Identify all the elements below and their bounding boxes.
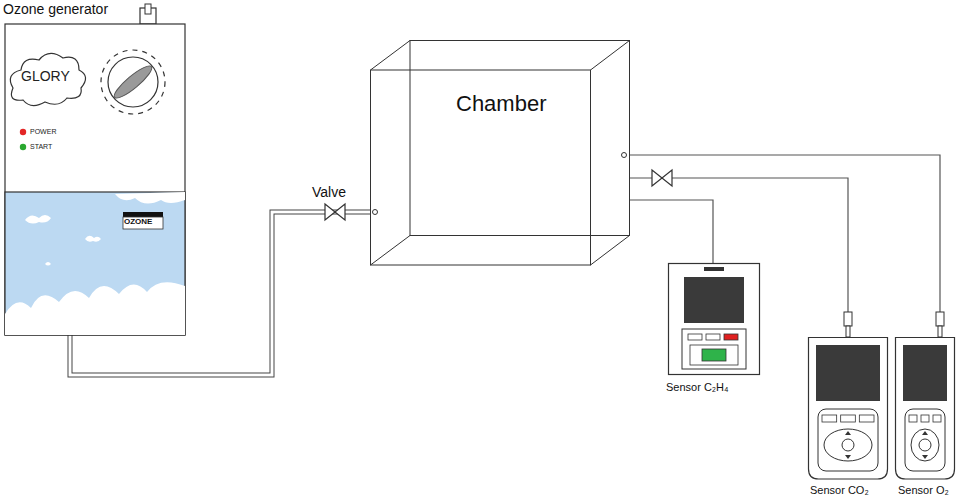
- brand-text: GLORY: [21, 69, 70, 84]
- cable-plug: [846, 326, 850, 337]
- co2-sensor: Sensor CO₂: [808, 337, 888, 480]
- cable-plug: [844, 312, 852, 326]
- valve-symbol: [325, 204, 345, 220]
- sensor-label: Sensor C₂H₄: [666, 381, 729, 393]
- ozone-generator: Ozone generatorGLORYPOWERSTARTOZONE: [5, 24, 185, 335]
- o2-sensor: Sensor O₂: [895, 337, 955, 480]
- chamber-label: Chamber: [456, 92, 546, 116]
- sensor-label: Sensor CO₂: [810, 484, 869, 496]
- ethylene-sensor: Sensor C₂H₄: [668, 263, 760, 375]
- device-label: Ozone generator: [3, 2, 108, 17]
- outline-shape: [370, 40, 630, 265]
- outline-shape: [895, 337, 955, 480]
- cable-plug: [938, 326, 942, 337]
- outline-shape: [808, 337, 888, 480]
- sensor-label: Sensor O₂: [898, 484, 949, 496]
- indicator-label: START: [30, 143, 52, 151]
- ozone-nozzle: [145, 4, 151, 14]
- cable-plug: [936, 312, 944, 326]
- sample-line: [630, 200, 713, 263]
- outline-shape: [668, 263, 760, 375]
- sample-line: [630, 178, 848, 337]
- panel-label: OZONE: [124, 218, 152, 227]
- valve-label: Valve: [312, 184, 346, 200]
- valve-symbol: [652, 170, 672, 186]
- indicator-label: POWER: [30, 128, 56, 136]
- chamber-box: Chamber: [370, 40, 630, 265]
